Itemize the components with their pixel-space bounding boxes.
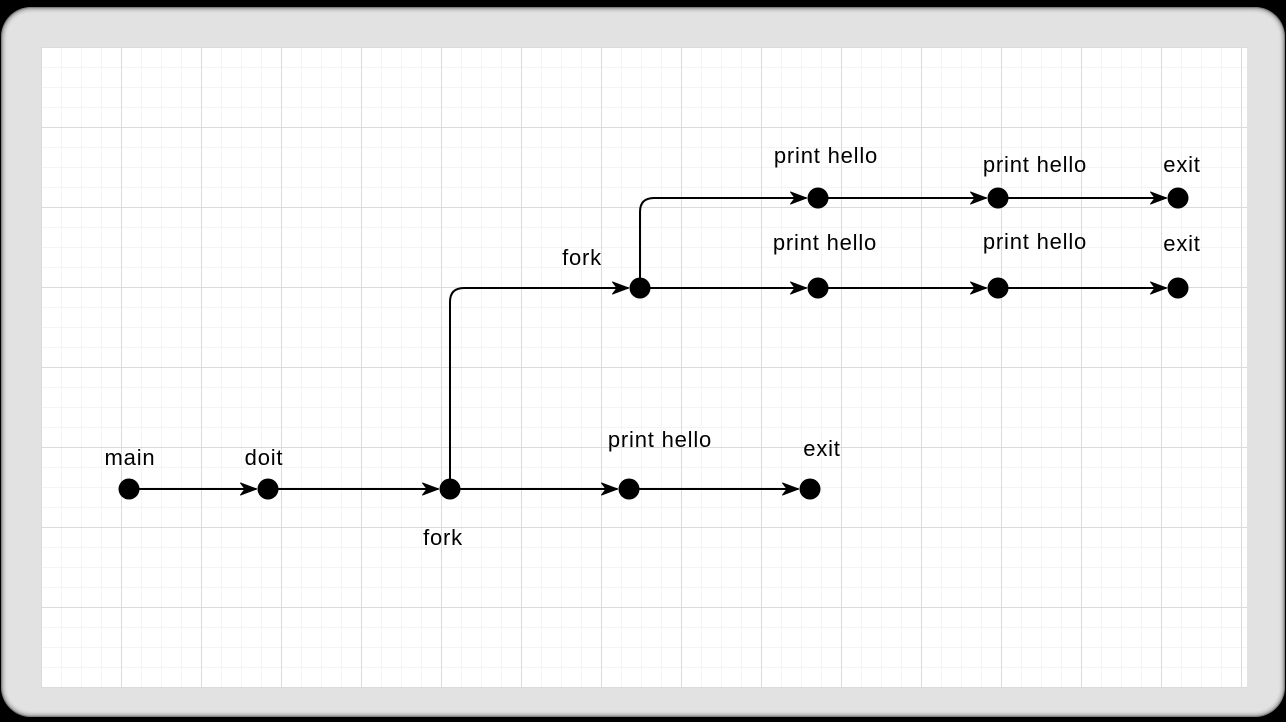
node-label-fork1[interactable]: fork: [423, 525, 463, 550]
node-label-exit_t[interactable]: exit: [1163, 152, 1200, 177]
node-circle-print_m2[interactable]: [987, 277, 1009, 299]
node-circle-print_m1[interactable]: [807, 277, 829, 299]
app-window-frame: [1, 7, 1285, 717]
node-circle-print_t1[interactable]: [807, 187, 829, 209]
node-circle-doit[interactable]: [257, 478, 279, 500]
node-label-print_m1[interactable]: print hello: [773, 230, 877, 255]
edge-fork2-to-print_t1[interactable]: [639, 191, 807, 288]
node-circle-print_t2[interactable]: [987, 187, 1009, 209]
node-label-exit_m[interactable]: exit: [1163, 231, 1200, 256]
node-label-exit_b[interactable]: exit: [803, 436, 840, 461]
node-circle-exit_m[interactable]: [1167, 277, 1189, 299]
labels-layer: main doit fork print hello exit fork print hel…: [105, 143, 1200, 550]
node-circle-exit_t[interactable]: [1167, 187, 1189, 209]
node-label-main[interactable]: main: [105, 445, 156, 470]
node-circle-fork2[interactable]: [629, 277, 651, 299]
node-circle-print_b[interactable]: [618, 478, 640, 500]
edge-fork1-to-fork2[interactable]: [449, 281, 629, 489]
node-label-print_t2[interactable]: print hello: [983, 152, 1087, 177]
node-label-print_b[interactable]: print hello: [608, 427, 712, 452]
node-circle-fork1[interactable]: [439, 478, 461, 500]
node-label-doit[interactable]: doit: [245, 445, 284, 470]
edges-layer: [129, 191, 1167, 496]
node-circle-main[interactable]: [118, 478, 140, 500]
node-circle-exit_b[interactable]: [799, 478, 821, 500]
node-label-fork2[interactable]: fork: [562, 245, 602, 270]
nodes-layer: [118, 187, 1189, 500]
diagram-canvas[interactable]: [41, 47, 1247, 688]
node-label-print_t1[interactable]: print hello: [774, 143, 878, 168]
node-label-print_m2[interactable]: print hello: [983, 229, 1087, 254]
